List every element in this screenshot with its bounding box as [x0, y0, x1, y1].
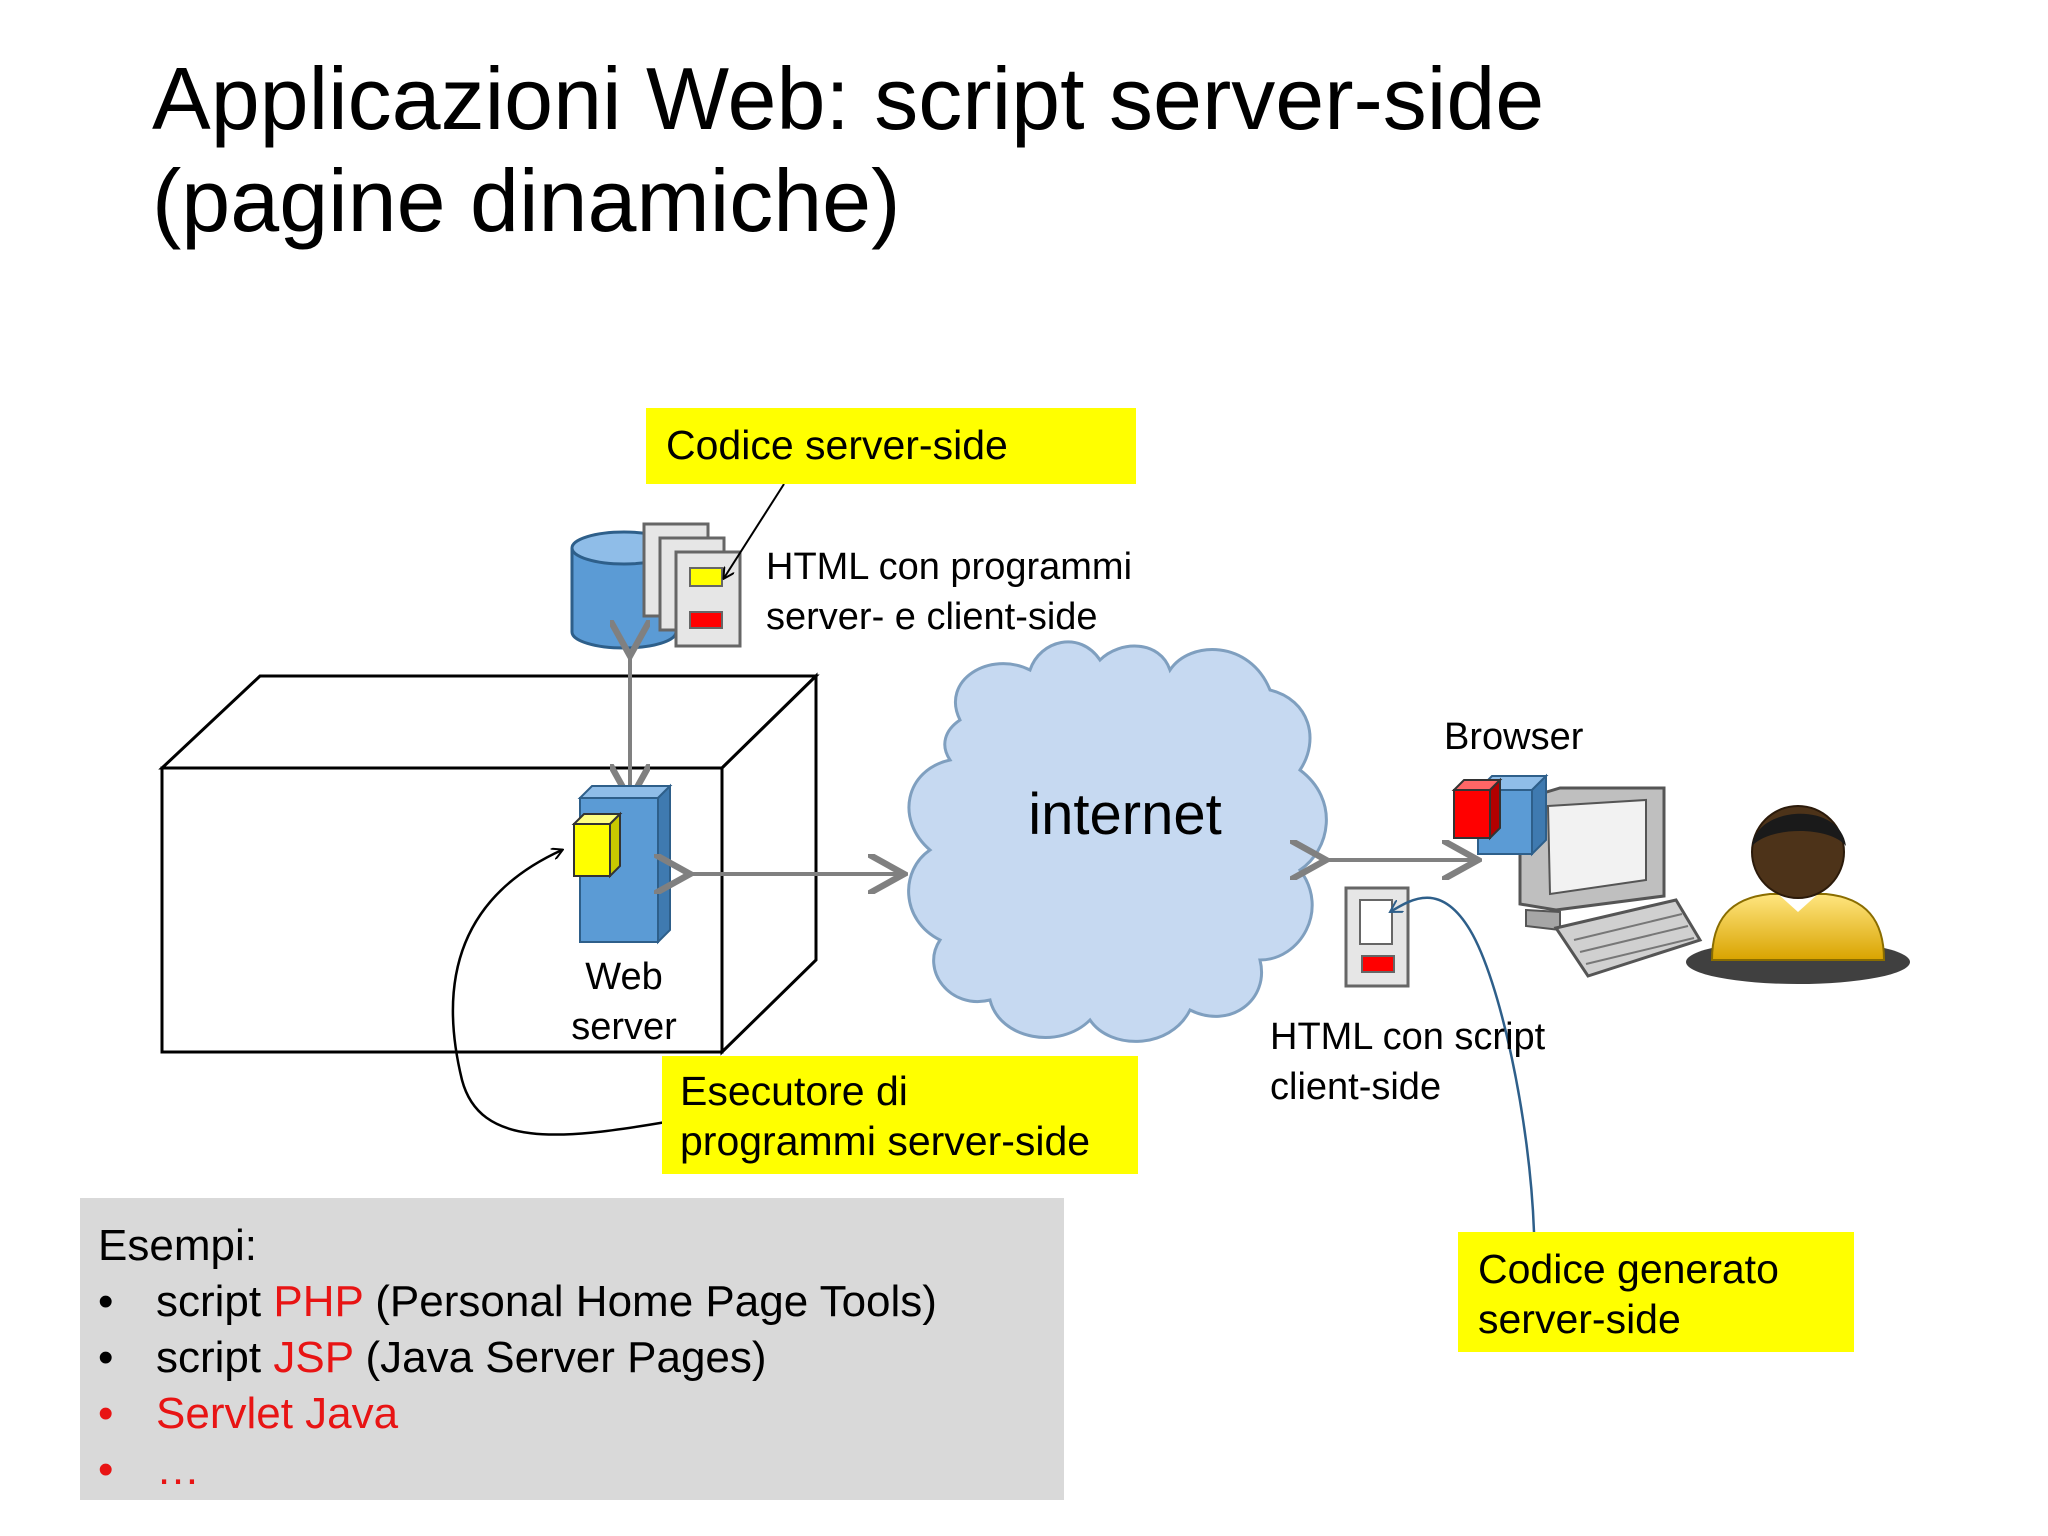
browser-icon [1451, 773, 1549, 857]
bullet: • [98, 1389, 114, 1438]
note-codice-generato: Codice generato server-side [1458, 1232, 1854, 1352]
label-internet: internet [1028, 782, 1222, 847]
list-item: •script PHP (Personal Home Page Tools) [98, 1274, 1064, 1330]
bullet: • [98, 1333, 114, 1382]
callout-codice-generato [1390, 896, 1536, 1233]
note-codice-server-side: Codice server-side [646, 408, 1136, 484]
examples-box: Esempi: •script PHP (Personal Home Page … [80, 1198, 1064, 1500]
examples-list: •script PHP (Personal Home Page Tools) •… [98, 1274, 1064, 1498]
computer-icon [1518, 786, 1703, 978]
bullet: • [98, 1445, 114, 1494]
label-browser: Browser [1444, 716, 1584, 758]
callout-codice-server-side [724, 483, 785, 578]
html-pages-stack-icon [642, 522, 742, 648]
note-esecutore: Esecutore di programmi server-side [662, 1056, 1138, 1174]
internet-cloud [907, 640, 1328, 1043]
label-html-programmi: HTML con programmi server- e client-side [766, 546, 1133, 638]
list-item: •Servlet Java [98, 1386, 1064, 1442]
label-web-server: Web server [571, 956, 677, 1048]
slide-title: Applicazioni Web: script server-side (pa… [152, 48, 1952, 252]
user-avatar-icon [1686, 805, 1910, 984]
bullet: • [98, 1277, 114, 1326]
client-html-page-icon [1344, 886, 1410, 988]
slide-title-line1: Applicazioni Web: script server-side [152, 49, 1545, 148]
label-html-script: HTML con script client-side [1270, 1016, 1546, 1108]
server-room-box [158, 672, 820, 1056]
executor-curve-arrow [451, 850, 667, 1136]
slide-title-line2: (pagine dinamiche) [152, 151, 901, 250]
list-item: •script JSP (Java Server Pages) [98, 1330, 1064, 1386]
list-item: •… [98, 1442, 1064, 1498]
web-server-icon [571, 783, 673, 945]
examples-heading: Esempi: [98, 1221, 257, 1270]
